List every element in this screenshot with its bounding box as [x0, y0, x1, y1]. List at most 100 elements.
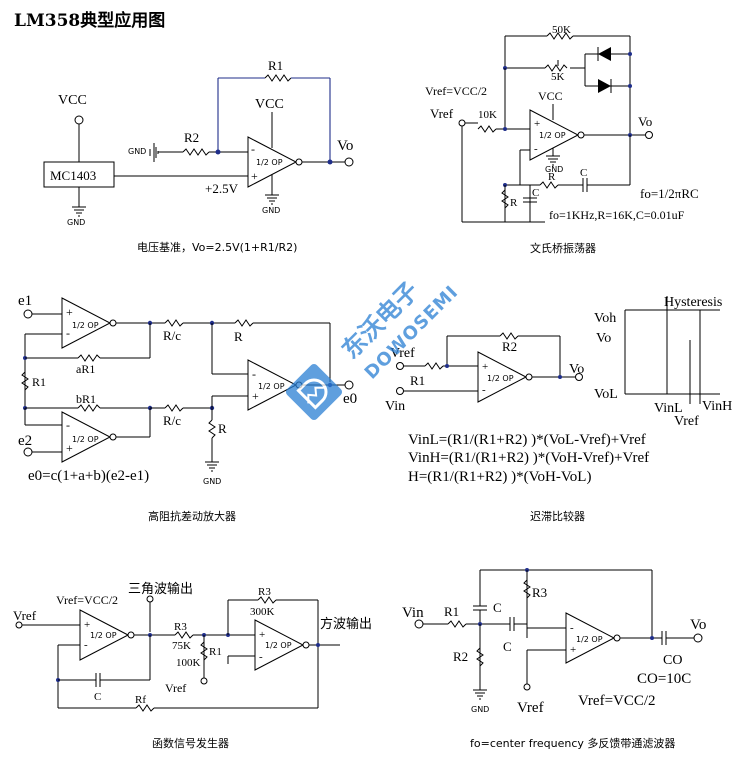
r100k-label: 100K: [176, 657, 201, 669]
r300k-label: 300K: [250, 606, 275, 618]
c-label: C: [94, 691, 101, 703]
svg-text:+: +: [66, 441, 73, 455]
vref-eq-label: Vref=VCC/2: [578, 693, 656, 709]
vref-eq-label: Vref=VCC/2: [56, 593, 118, 607]
caption-voltage-reference: 电压基准，Vo=2.5V(1+R1/R2): [137, 241, 297, 254]
vcc-label: VCC: [538, 89, 563, 103]
eq1: VinL=(R1/(R1+R2) )*(VoL-Vref)+Vref: [408, 432, 646, 448]
r-label: R: [548, 171, 556, 183]
rf-label: Rf: [135, 694, 146, 706]
svg-text:-: -: [252, 367, 256, 381]
r50k-label: 50K: [552, 24, 571, 36]
op-label: 1/2 OP: [539, 131, 566, 140]
circuit-hysteresis-comparator: R2 Vref R1 + - 1/2 OP Vo Vin Voh Vo VoL …: [385, 295, 732, 485]
gnd-label: GND: [203, 477, 221, 486]
diff-formula: e0=c(1+a+b)(e2-e1): [28, 468, 149, 484]
circuit-bandpass-filter: R3 C Vin R1 C R2 GND - + 1/2 OP Vref: [402, 568, 706, 716]
rc2-label: R/c: [163, 413, 181, 428]
op-label: 1/2 OP: [487, 374, 514, 383]
vref-label: Vref: [430, 106, 454, 121]
voh-label: Voh: [594, 311, 616, 326]
r-bot-label: R: [218, 421, 227, 436]
vcc-label: VCC: [255, 97, 284, 112]
e1-label: e1: [18, 293, 32, 309]
mc1403-chip: [43, 161, 115, 188]
caption-wien-bridge: 文氏桥振荡器: [530, 241, 596, 255]
co-label: CO: [663, 653, 682, 668]
c1-label: C: [493, 600, 502, 615]
svg-text:+: +: [84, 619, 90, 631]
svg-text:-: -: [482, 384, 486, 396]
gnd-label: GND: [471, 705, 489, 714]
op-label: 1/2 OP: [256, 158, 283, 167]
op-label: 1/2 OP: [72, 321, 99, 330]
rc1-label: R/c: [163, 328, 181, 343]
vin-label: Vin: [402, 605, 424, 621]
r3b-label: R3: [174, 621, 187, 633]
caption-bandpass-filter: fo=center frequency 多反馈带通滤波器: [470, 736, 675, 750]
svg-text:+: +: [259, 629, 265, 641]
vcc-label: VCC: [58, 93, 87, 108]
r1-label: R1: [444, 604, 459, 619]
c-label: C: [532, 187, 539, 199]
eq3: H=(R1/(R1+R2) )*(VoH-VoL): [408, 469, 591, 485]
svg-text:-: -: [534, 143, 538, 155]
e0-label: e0: [343, 391, 357, 407]
c2-label: C: [503, 639, 512, 654]
vref2-label: Vref: [165, 681, 186, 695]
page-title: LM358典型应用图: [14, 11, 166, 31]
svg-text:-: -: [259, 651, 263, 663]
r-label: R: [510, 197, 518, 209]
caption-hysteresis-comparator: 迟滞比较器: [530, 509, 585, 523]
vol-label: VoL: [594, 387, 618, 402]
vref-label: Vref: [390, 346, 415, 361]
r2-label: R2: [184, 130, 199, 145]
gnd-label: GND: [67, 218, 85, 227]
e2-label: e2: [18, 433, 32, 449]
vinh-label: VinH: [702, 399, 732, 414]
svg-text:-: -: [84, 639, 88, 651]
caption-function-generator: 函数信号发生器: [152, 736, 229, 750]
op-label: 1/2 OP: [576, 635, 603, 644]
r1-label: R1: [32, 375, 46, 389]
tri-out-label: 三角波输出: [128, 581, 193, 597]
r-top-label: R: [234, 329, 243, 344]
svg-text:+: +: [534, 118, 540, 130]
c-label: C: [580, 167, 587, 179]
vo-label: Vo: [638, 114, 652, 129]
gnd-label: GND: [262, 206, 280, 215]
eq2: VinH=(R1/(R1+R2) )*(VoH-Vref)+Vref: [408, 450, 649, 466]
svg-text:+: +: [482, 361, 488, 373]
vo-label: Vo: [337, 138, 353, 154]
vref2-label: Vref: [674, 414, 699, 429]
sq-out-label: 方波输出: [320, 616, 372, 632]
circuit-voltage-reference: VCC MC1403 GND GND R2 R1 - + 1/2 OP VCC …: [43, 58, 354, 227]
op-label: 1/2 OP: [72, 435, 99, 444]
vref-label: Vref: [13, 608, 37, 623]
hysteresis-label: Hysteresis: [664, 295, 722, 310]
op-label: 1/2 OP: [90, 631, 117, 640]
co-eq-label: CO=10C: [637, 671, 691, 687]
vref-eq-label: Vref=VCC/2: [425, 84, 487, 98]
svg-text:-: -: [570, 622, 574, 634]
fo-label: fo=1/2πRC: [640, 186, 699, 201]
r1-label: R1: [209, 646, 222, 658]
r5k-label: 5K: [551, 71, 565, 83]
vinl-label: VinL: [654, 401, 683, 416]
vo-label: Vo: [569, 362, 584, 377]
circuit-function-generator: Vref=VCC/2 三角波输出 Vref + - 1/2 OP C Rf R3…: [13, 581, 372, 712]
vo-label: Vo: [690, 617, 706, 633]
op-label: 1/2 OP: [265, 641, 292, 650]
r75k-label: 75K: [172, 640, 191, 652]
br1-label: bR1: [76, 392, 96, 406]
r1-label: R1: [268, 58, 283, 73]
svg-text:+: +: [251, 169, 258, 183]
gnd-label: GND: [128, 147, 146, 156]
vin-label: Vin: [385, 399, 405, 414]
r3-label: R3: [258, 586, 271, 598]
op-label: 1/2 OP: [258, 382, 285, 391]
watermark-logo: 东沃电子 DOWOSEMI: [285, 277, 463, 421]
v25-label: +2.5V: [205, 181, 239, 196]
svg-text:+: +: [252, 389, 259, 403]
